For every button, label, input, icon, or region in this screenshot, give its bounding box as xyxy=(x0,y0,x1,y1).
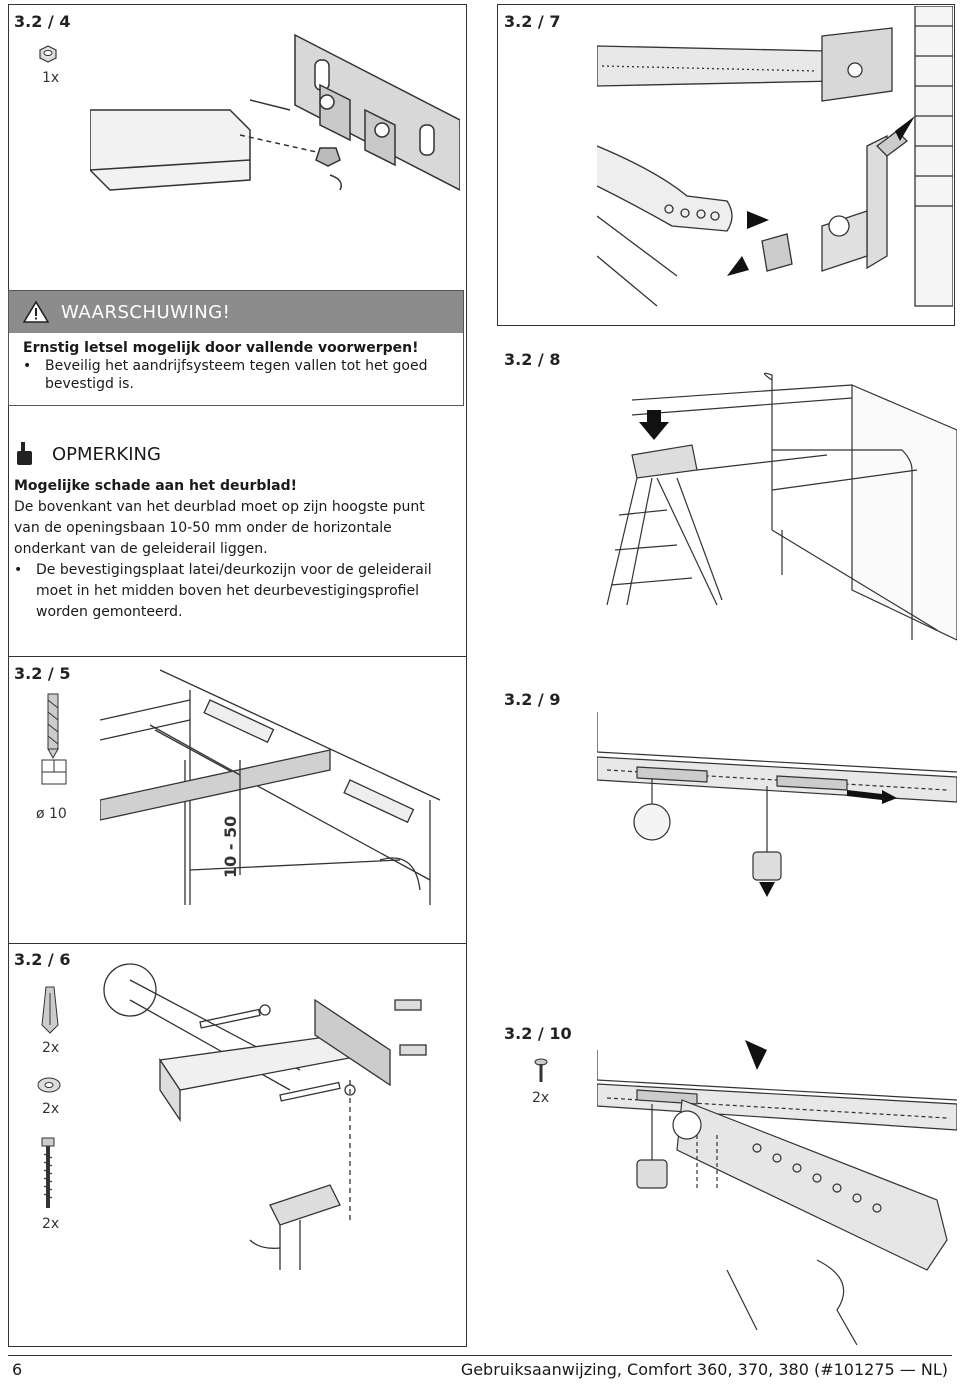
rail-mounting-illustration xyxy=(597,6,953,307)
page-number: 6 xyxy=(12,1360,23,1379)
small-screw-icon xyxy=(534,1058,548,1082)
washer-icon xyxy=(37,1077,61,1093)
unlock-carriage-illustration xyxy=(597,712,957,897)
note-bullet: • De bevestigingsplaat latei/deurkozijn … xyxy=(14,560,454,623)
washer-quantity: 2x xyxy=(42,1101,60,1117)
footer-rule xyxy=(8,1355,952,1356)
warning-header: WAARSCHUWING! xyxy=(9,291,463,333)
door-height-illustration: 10 - 50 xyxy=(100,669,441,905)
drill-diameter: ø 10 xyxy=(36,806,67,822)
dimension-label: 10 - 50 xyxy=(221,816,240,878)
step-3-2-10-label: 3.2 / 10 xyxy=(504,1024,572,1043)
step-3-2-7-label: 3.2 / 7 xyxy=(504,12,561,31)
warning-subtitle: Ernstig letsel mogelijk door vallende vo… xyxy=(23,340,419,356)
screw-quantity: 2x xyxy=(42,1216,60,1232)
step-3-2-8-label: 3.2 / 8 xyxy=(504,350,561,369)
warning-triangle-icon xyxy=(23,300,49,323)
step-3-2-4-label: 3.2 / 4 xyxy=(14,12,71,31)
note-bullet-text: De bevestigingsplaat latei/deurkozijn vo… xyxy=(36,562,432,620)
step-3-2-5-label: 3.2 / 5 xyxy=(14,664,71,683)
wall-plug-icon xyxy=(41,986,59,1034)
lintel-bracket-illustration xyxy=(103,963,427,1270)
note-subtitle: Mogelijke schade aan het deurblad! xyxy=(14,478,298,494)
step-3-2-6-label: 3.2 / 6 xyxy=(14,950,71,969)
document-title: Gebruiksaanwijzing, Comfort 360, 370, 38… xyxy=(460,1360,948,1379)
warning-title: WAARSCHUWING! xyxy=(61,301,231,323)
drill-bit-icon xyxy=(41,693,67,785)
note-section: OPMERKING Mogelijke schade aan het deurb… xyxy=(14,440,454,623)
warning-box: WAARSCHUWING! Ernstig letsel mogelijk do… xyxy=(8,290,464,406)
ladder-rail-illustration xyxy=(606,372,957,641)
door-connector-illustration xyxy=(597,1040,957,1345)
bracket-assembly-illustration xyxy=(90,33,460,191)
screw-icon xyxy=(41,1137,55,1208)
note-title: OPMERKING xyxy=(52,443,161,465)
pointing-hand-icon xyxy=(17,442,32,465)
warning-bullet: • Beveilig het aandrijfsysteem tegen val… xyxy=(23,357,451,393)
note-paragraph: De bovenkant van het deurblad moet op zi… xyxy=(14,499,425,557)
wall-plug-quantity: 2x xyxy=(42,1040,60,1056)
step-3-2-9-label: 3.2 / 9 xyxy=(504,690,561,709)
section-divider xyxy=(8,656,467,657)
small-screw-quantity: 2x xyxy=(532,1090,550,1106)
warning-bullet-text: Beveilig het aandrijfsysteem tegen valle… xyxy=(45,358,428,392)
left-column-frame xyxy=(8,4,467,1347)
nut-quantity: 1x xyxy=(42,70,60,86)
section-divider-2 xyxy=(8,943,467,944)
nut-icon xyxy=(39,45,57,63)
